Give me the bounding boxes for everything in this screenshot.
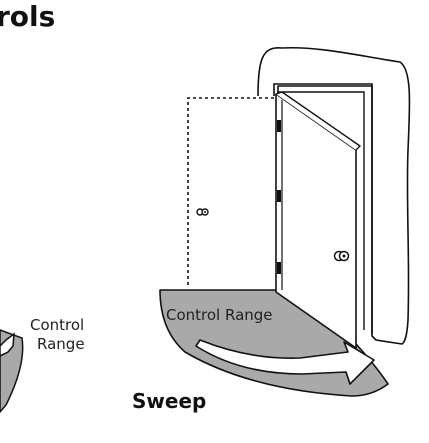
door-top-edge xyxy=(275,91,361,151)
sweep-arrow-icon xyxy=(195,339,375,385)
door-sweep-diagram: Control Range Sweep xyxy=(132,46,411,413)
door-frame-outer xyxy=(273,83,373,334)
left-control-label: Control xyxy=(30,316,84,334)
control-range-label: Control Range xyxy=(166,306,273,324)
page-heading: rols xyxy=(0,0,55,33)
bottom-hinge xyxy=(277,262,281,274)
left-range-label: Range xyxy=(37,335,85,353)
left-sweep-arrow-icon xyxy=(0,332,15,357)
door-knob-icon xyxy=(333,250,350,262)
left-sweep-diagram: Control Range xyxy=(0,316,85,414)
closed-door-knob-icon xyxy=(196,208,209,216)
top-hinge xyxy=(277,120,281,132)
sweep-caption: Sweep xyxy=(132,389,206,413)
middle-hinge xyxy=(277,190,281,202)
closed-door-outline xyxy=(187,97,274,286)
wall-outline xyxy=(257,46,411,345)
